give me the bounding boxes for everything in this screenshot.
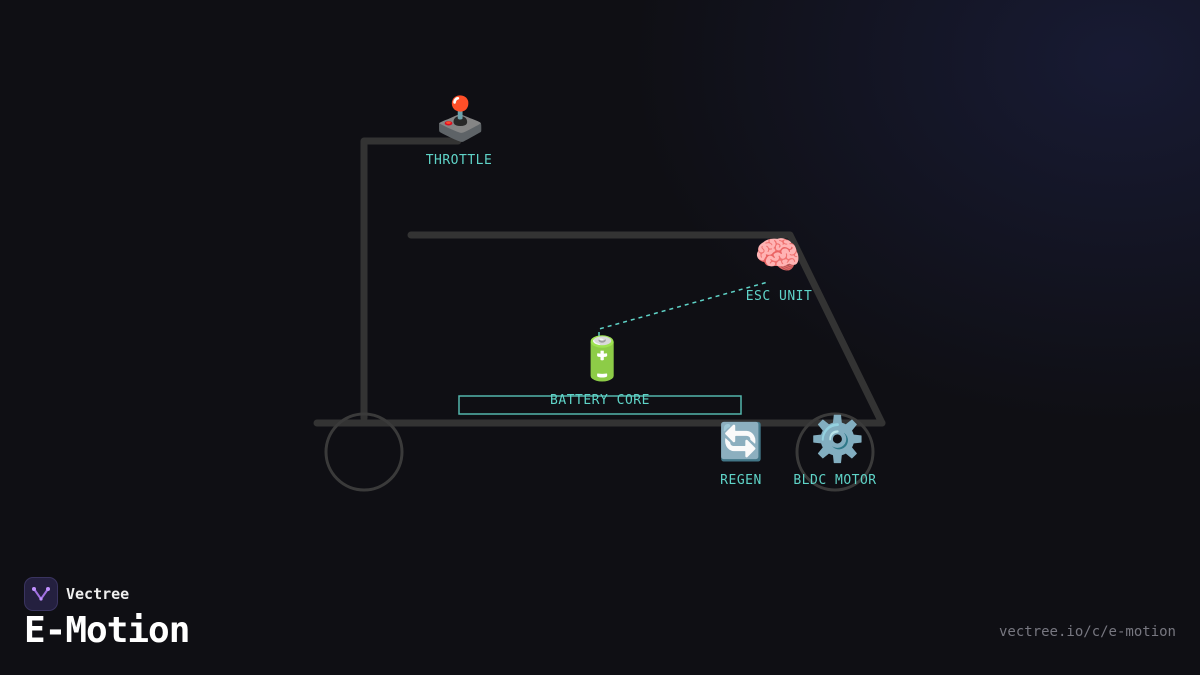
page-url[interactable]: vectree.io/c/e-motion — [998, 624, 1176, 640]
signal-wire — [598, 281, 769, 336]
brain-icon: 🧠 — [754, 233, 802, 277]
esc-unit-label: ESC UNIT — [745, 289, 813, 304]
battery-housing — [458, 395, 742, 415]
brand: Vectree — [24, 577, 129, 611]
regen-label: REGEN — [720, 473, 762, 488]
joystick-icon: 🕹️ — [434, 94, 487, 143]
gear-icon: ⚙️ — [810, 414, 865, 465]
frame-top-line — [407, 231, 886, 427]
refresh-icon: 🔄 — [718, 422, 764, 463]
bldc-motor-label: BLDC MOTOR — [793, 473, 877, 488]
throttle-label: THROTTLE — [425, 153, 493, 168]
front-wheel — [795, 412, 875, 492]
battery-core-label: BATTERY CORE — [550, 393, 650, 408]
frame-stem-line — [360, 137, 462, 422]
vectree-logo-icon — [24, 577, 58, 611]
rear-wheel — [324, 412, 404, 492]
page-title: E-Motion — [24, 610, 190, 651]
brand-name: Vectree — [66, 585, 130, 603]
battery-icon: 🔋 — [576, 334, 629, 383]
